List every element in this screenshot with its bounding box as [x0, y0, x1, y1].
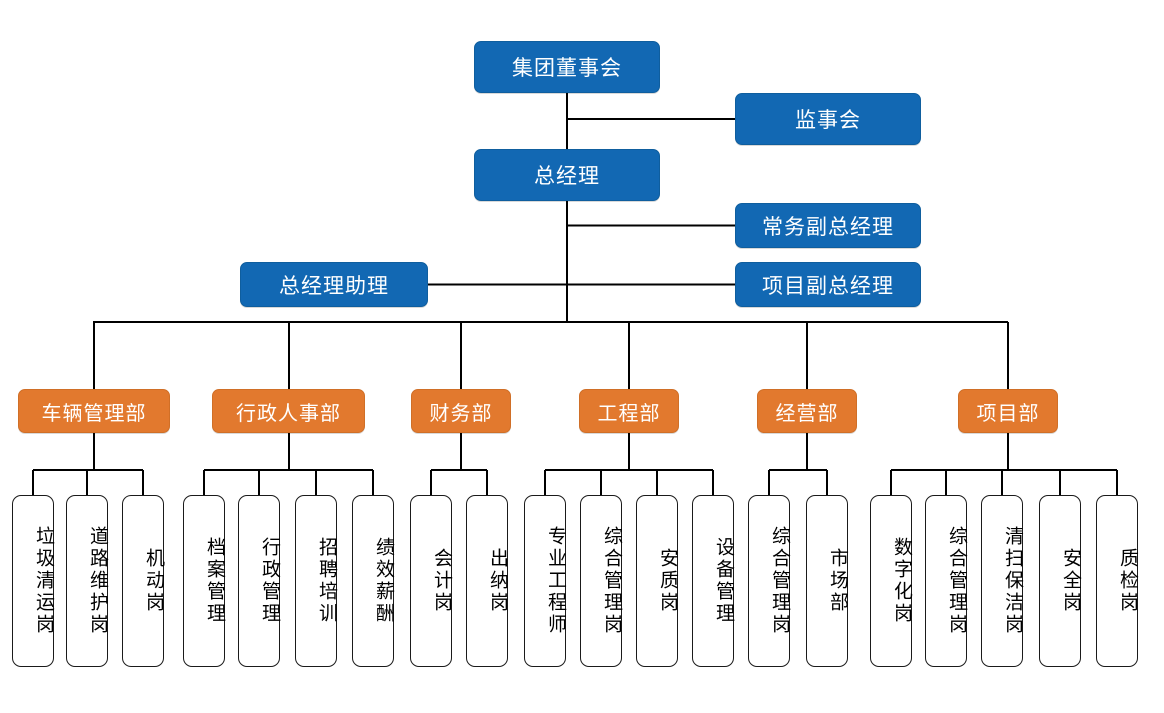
node-board[interactable]: 集团董事会 — [474, 41, 660, 93]
position-label: 设备管理 — [713, 537, 735, 625]
node-finance[interactable]: 财务部 — [411, 389, 511, 433]
position-box[interactable]: 安全岗 — [1039, 495, 1082, 667]
position-box[interactable]: 档案管理 — [183, 495, 226, 667]
position-box[interactable]: 综合管理岗 — [580, 495, 623, 667]
node-gm-label: 总经理 — [534, 165, 600, 188]
node-engineering[interactable]: 工程部 — [579, 389, 679, 433]
position-label: 市场部 — [827, 548, 849, 614]
position-label: 会计岗 — [431, 548, 453, 614]
position-box[interactable]: 机动岗 — [122, 495, 165, 667]
position-label: 专业工程师 — [545, 526, 567, 636]
node-project-vp-label: 项目副总经理 — [762, 274, 894, 298]
position-box[interactable]: 清扫保洁岗 — [981, 495, 1024, 667]
position-label: 质检岗 — [1117, 548, 1139, 614]
node-hr[interactable]: 行政人事部 — [212, 389, 365, 433]
node-supervisors[interactable]: 监事会 — [735, 93, 921, 145]
position-box[interactable]: 会计岗 — [410, 495, 453, 667]
node-operations[interactable]: 经营部 — [757, 389, 857, 433]
position-box[interactable]: 绩效薪酬 — [352, 495, 395, 667]
position-label: 道路维护岗 — [87, 526, 109, 636]
position-box[interactable]: 专业工程师 — [524, 495, 567, 667]
node-engineering-label: 工程部 — [597, 402, 661, 425]
node-vehicle[interactable]: 车辆管理部 — [18, 389, 170, 433]
position-label: 综合管理岗 — [769, 526, 791, 636]
position-label: 绩效薪酬 — [373, 537, 395, 625]
position-label: 出纳岗 — [487, 548, 509, 614]
position-label: 垃圾清运岗 — [33, 526, 55, 636]
position-box[interactable]: 综合管理岗 — [748, 495, 791, 667]
node-gm[interactable]: 总经理 — [474, 149, 660, 201]
node-exec-vp-label: 常务副总经理 — [762, 215, 894, 239]
node-project[interactable]: 项目部 — [958, 389, 1058, 433]
node-exec-vp[interactable]: 常务副总经理 — [735, 203, 921, 248]
position-box[interactable]: 出纳岗 — [466, 495, 509, 667]
node-finance-label: 财务部 — [429, 402, 493, 425]
position-box[interactable]: 垃圾清运岗 — [12, 495, 55, 667]
node-gm-assistant-label: 总经理助理 — [279, 274, 389, 298]
position-label: 清扫保洁岗 — [1002, 526, 1024, 636]
position-box[interactable]: 行政管理 — [238, 495, 281, 667]
position-label: 数字化岗 — [891, 537, 913, 625]
position-box[interactable]: 设备管理 — [692, 495, 735, 667]
position-label: 综合管理岗 — [946, 526, 968, 636]
position-label: 档案管理 — [204, 537, 226, 625]
node-gm-assistant[interactable]: 总经理助理 — [240, 262, 428, 307]
node-supervisors-label: 监事会 — [795, 109, 861, 132]
node-vehicle-label: 车辆管理部 — [41, 402, 147, 425]
node-hr-label: 行政人事部 — [236, 402, 341, 425]
position-box[interactable]: 招聘培训 — [295, 495, 338, 667]
position-label: 机动岗 — [143, 548, 165, 614]
position-box[interactable]: 质检岗 — [1096, 495, 1139, 667]
node-project-vp[interactable]: 项目副总经理 — [735, 262, 921, 307]
position-label: 安质岗 — [657, 548, 679, 614]
position-label: 综合管理岗 — [601, 526, 623, 636]
position-label: 招聘培训 — [316, 537, 338, 625]
node-project-label: 项目部 — [976, 402, 1040, 425]
position-box[interactable]: 数字化岗 — [870, 495, 913, 667]
node-board-label: 集团董事会 — [512, 57, 622, 80]
position-label: 行政管理 — [259, 537, 281, 625]
position-box[interactable]: 综合管理岗 — [925, 495, 968, 667]
node-operations-label: 经营部 — [775, 402, 839, 425]
position-box[interactable]: 道路维护岗 — [66, 495, 109, 667]
position-box[interactable]: 安质岗 — [636, 495, 679, 667]
position-label: 安全岗 — [1060, 548, 1082, 614]
position-box[interactable]: 市场部 — [806, 495, 849, 667]
